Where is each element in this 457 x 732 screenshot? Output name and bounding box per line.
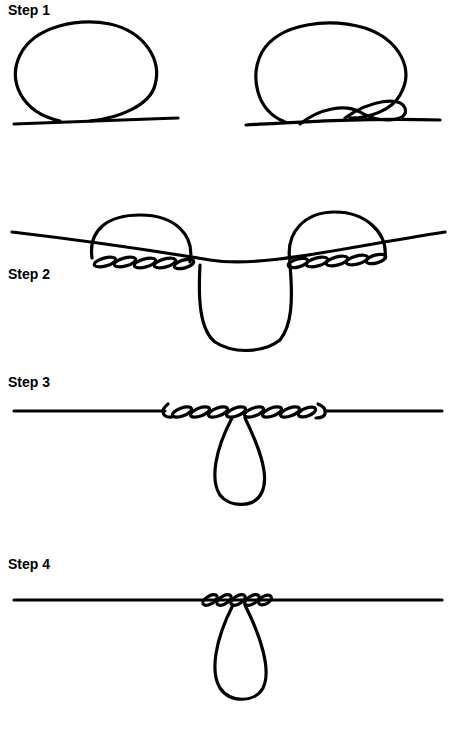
- twist-strand: [300, 101, 406, 124]
- step1-left-loop: [14, 22, 178, 124]
- step-label: Step 3: [6, 374, 52, 390]
- step-label: Step 2: [6, 266, 52, 282]
- loop-strand: [256, 23, 406, 122]
- step4-knot: [14, 593, 442, 700]
- step3-knot: [14, 404, 442, 504]
- step1-right-loop: [246, 23, 440, 125]
- line-strand: [246, 119, 440, 125]
- end-curl: [316, 404, 325, 418]
- hanging-loop: [215, 418, 265, 504]
- step2-twists: [12, 212, 445, 350]
- hanging-loop: [199, 265, 291, 350]
- right-loop: [289, 212, 385, 262]
- step-label: Step 1: [6, 2, 52, 18]
- loop-strand: [16, 22, 157, 121]
- end-curl: [163, 404, 172, 417]
- step-label: Step 4: [6, 556, 52, 572]
- hanging-loop: [215, 605, 266, 699]
- left-loop: [92, 215, 191, 262]
